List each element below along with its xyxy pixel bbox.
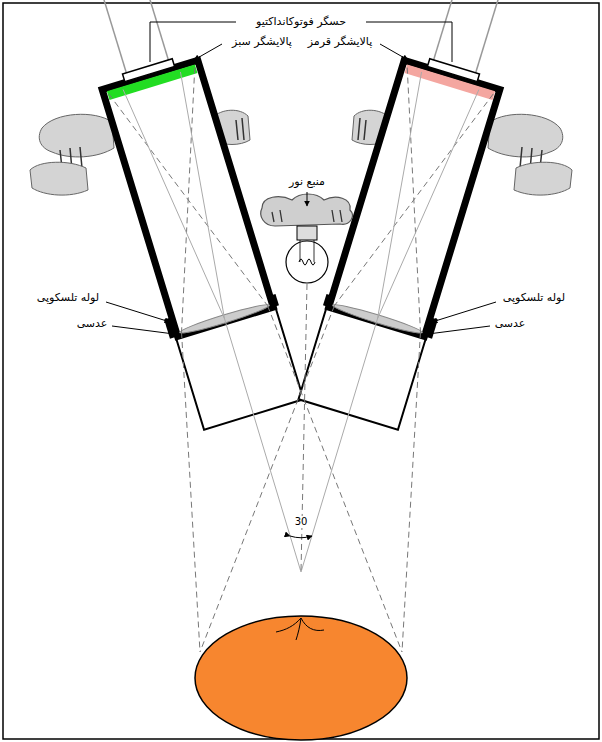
light-ray bbox=[182, 332, 200, 652]
light-ray bbox=[301, 284, 307, 572]
light-ray bbox=[301, 319, 377, 572]
angle-arc bbox=[290, 536, 312, 538]
light-rays bbox=[109, 68, 494, 652]
leader-lines bbox=[106, 22, 496, 334]
part-label: لوله تلسکوپی bbox=[501, 291, 567, 304]
light-ray bbox=[225, 319, 301, 572]
light-ray bbox=[123, 90, 224, 319]
light-ray bbox=[407, 68, 420, 332]
light-ray bbox=[180, 72, 224, 319]
light-ray bbox=[182, 68, 195, 332]
part-label: حسگر فوتوکانداکتیو bbox=[254, 15, 348, 28]
angle-value: 30 bbox=[293, 516, 310, 528]
orange-fruit bbox=[195, 616, 407, 740]
light-ray bbox=[402, 332, 420, 652]
part-label: عدسی bbox=[493, 317, 528, 330]
part-label: پالایشگر سبز bbox=[230, 35, 294, 48]
frame bbox=[3, 3, 599, 739]
light-ray bbox=[377, 90, 478, 319]
light-ray bbox=[268, 306, 402, 652]
light-ray bbox=[200, 306, 334, 652]
light-ray bbox=[377, 72, 421, 319]
part-label: لوله تلسکوپی bbox=[35, 291, 101, 304]
part-label: پالایشگر قرمز bbox=[306, 35, 375, 48]
part-label: عدسی bbox=[75, 317, 110, 330]
light-source bbox=[261, 194, 353, 283]
part-label: منبع نور bbox=[287, 175, 327, 188]
